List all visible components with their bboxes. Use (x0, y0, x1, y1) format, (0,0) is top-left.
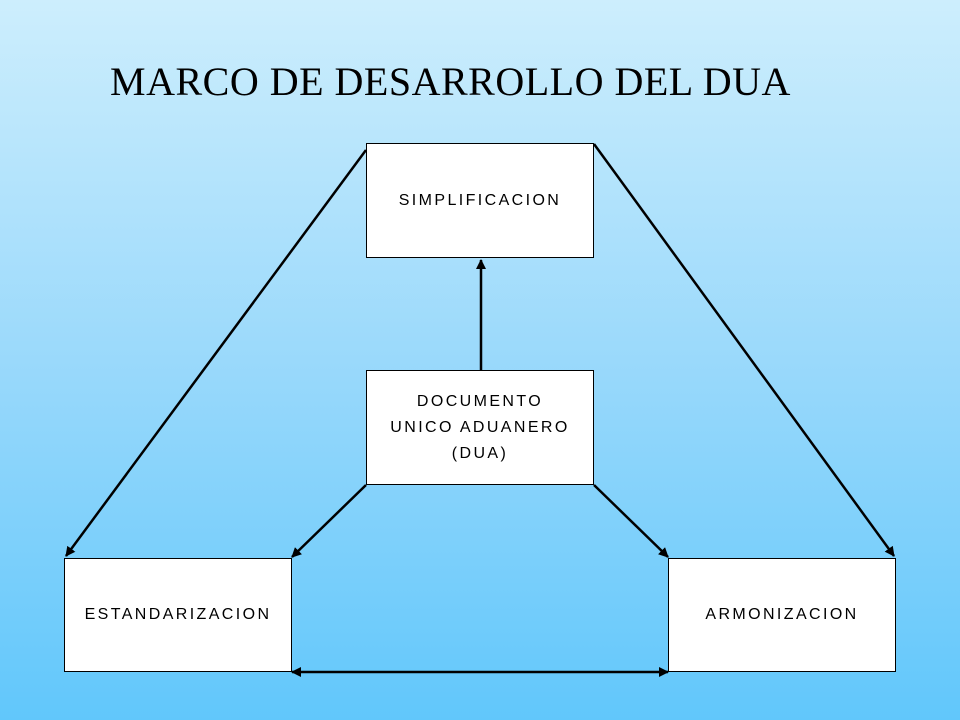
label-dua-line-1: DOCUMENTO (416, 392, 544, 410)
arrow-simplificacion-to-estandarizacion (64, 149, 368, 557)
box-dua: DOCUMENTO UNICO ADUANERO (DUA) (366, 370, 594, 485)
label-armonizacion: ARMONIZACION (705, 606, 859, 623)
arrow-center-to-armonizacion (593, 484, 669, 558)
arrow-simplificacion-to-armonizacion (592, 143, 896, 557)
arrow-center-to-estandarizacion (291, 484, 367, 558)
box-armonizacion: ARMONIZACION (668, 558, 896, 672)
label-dua-line-2: UNICO ADUANERO (390, 418, 570, 436)
label-simplificacion: SIMPLIFICACION (398, 191, 562, 209)
box-simplificacion: SIMPLIFICACION (366, 143, 594, 258)
box-estandarizacion: ESTANDARIZACION (64, 558, 292, 672)
page-title: MARCO DE DESARROLLO DEL DUA (110, 59, 791, 104)
label-dua-line-3: (DUA) (451, 444, 509, 462)
label-estandarizacion: ESTANDARIZACION (84, 606, 272, 623)
